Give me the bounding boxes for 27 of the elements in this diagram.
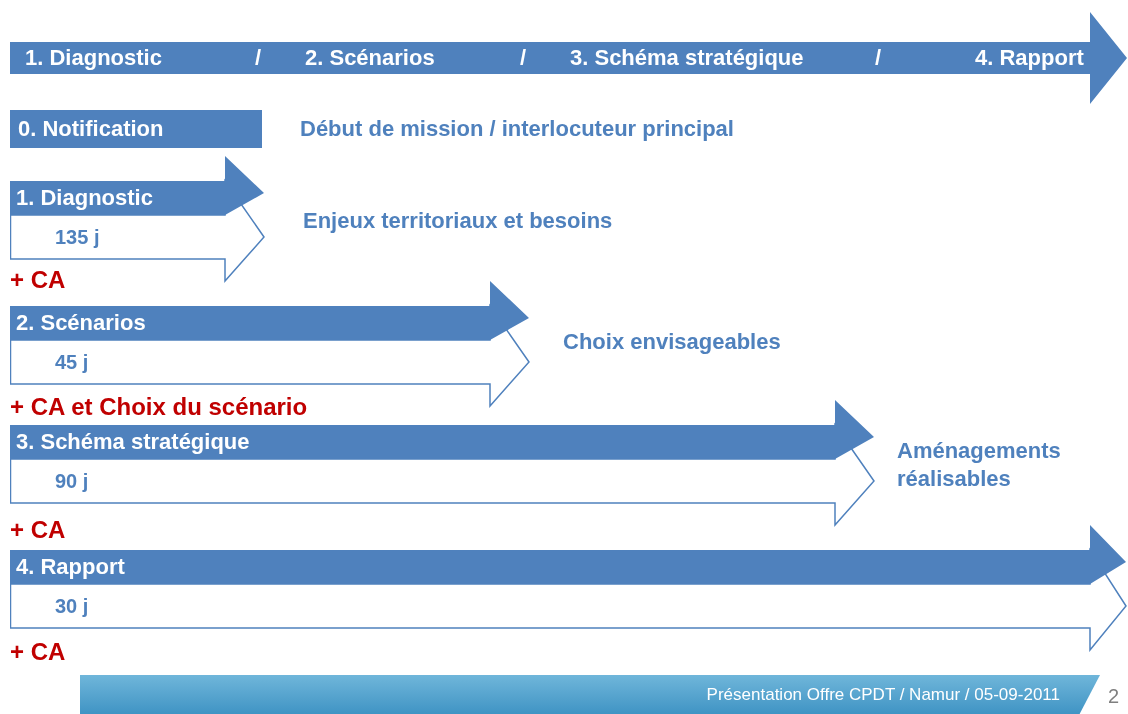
phase-title: 2. Scénarios xyxy=(305,44,435,72)
phase-description: Début de mission / interlocuteur principal xyxy=(300,115,734,143)
milestone-note: + CA xyxy=(10,637,66,667)
phase-title: 4. Rapport xyxy=(975,44,1084,72)
phase-title: 1. Diagnostic xyxy=(16,184,153,212)
duration-text: 135 j xyxy=(55,225,100,250)
notification-box: 0. Notification xyxy=(10,110,262,148)
milestone-note: + CA xyxy=(10,515,66,545)
page-number: 2 xyxy=(1108,684,1120,709)
duration-text: 30 j xyxy=(55,594,89,619)
separator-text: / xyxy=(520,44,527,72)
phase-description: Choix envisageables xyxy=(563,328,782,356)
separator-text: / xyxy=(875,44,882,72)
duration-text: 45 j xyxy=(55,350,89,375)
milestone-note: + CA et Choix du scénario xyxy=(10,392,308,422)
phase-title: 3. Schéma stratégique xyxy=(16,428,250,456)
timeline-arrow xyxy=(10,12,1128,104)
phase-title: 2. Scénarios xyxy=(16,309,146,337)
phase-description: Aménagements réalisables xyxy=(897,437,1062,493)
phase-title: 3. Schéma stratégique xyxy=(570,44,804,72)
phase-title: 4. Rapport xyxy=(16,553,125,581)
duration-text: 90 j xyxy=(55,469,89,494)
phase-title: 1. Diagnostic xyxy=(25,44,162,72)
footer-bar: Présentation Offre CPDT / Namur / 05-09-2011 xyxy=(80,675,1100,714)
phase-description: Enjeux territoriaux et besoins xyxy=(303,207,614,235)
milestone-note: + CA xyxy=(10,265,66,295)
separator-text: / xyxy=(255,44,262,72)
